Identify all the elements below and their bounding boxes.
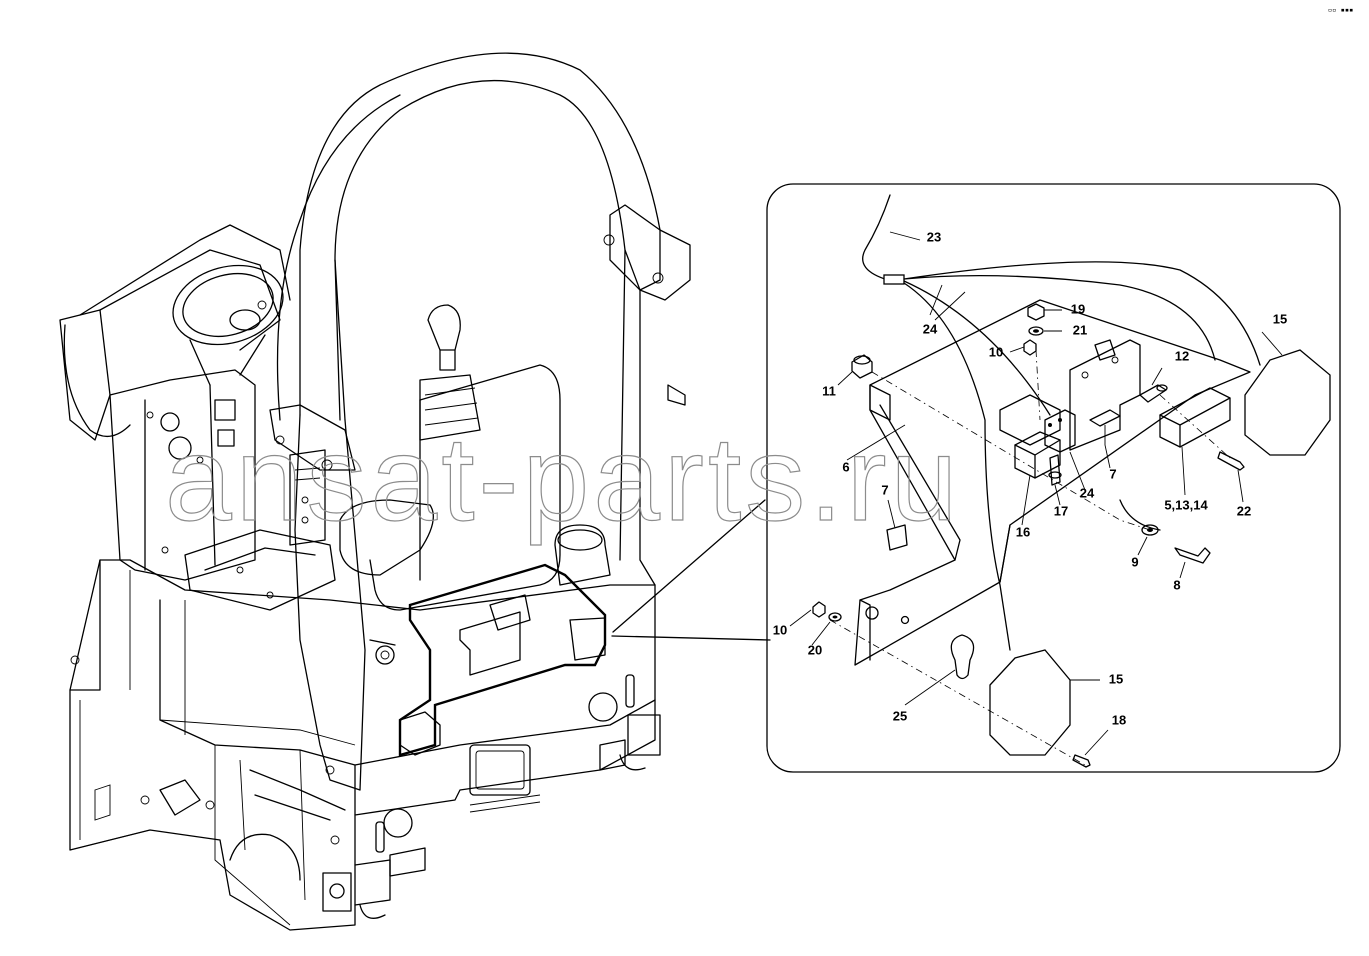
lamp-lens-15-bottom <box>989 649 1071 756</box>
callout-19: 19 <box>1071 301 1085 316</box>
callout-12: 12 <box>1175 348 1189 363</box>
detail-callout-frame <box>766 183 1341 773</box>
screw-18 <box>1072 754 1091 768</box>
machine-overview <box>59 52 691 931</box>
watermark-text: ansat-parts.ru <box>165 412 961 546</box>
wire-harness-24 <box>903 261 1261 651</box>
callout-16: 16 <box>1016 524 1030 539</box>
callout-10-bottom: 10 <box>773 622 787 637</box>
relay-16 <box>1014 431 1061 479</box>
callout-15-top: 15 <box>1273 311 1287 326</box>
corner-mark: ▫▫ ▪▪▪ <box>1328 6 1353 14</box>
connector-24 <box>1044 409 1076 453</box>
washer-21 <box>1028 326 1044 336</box>
nut-10-top <box>1023 339 1037 356</box>
mounted-bracket-on-machine <box>398 563 607 757</box>
bolt-8 <box>1174 547 1211 564</box>
callout-20: 20 <box>808 642 822 657</box>
callout-22: 22 <box>1237 503 1251 518</box>
callout-24-lower: 24 <box>1080 485 1095 500</box>
operator-seat <box>369 364 561 611</box>
screw-22 <box>1217 451 1245 471</box>
control-console <box>109 369 256 581</box>
leader-lines <box>789 231 1283 756</box>
callout-15-bottom: 15 <box>1109 671 1123 686</box>
detail-pointer-lines <box>611 499 771 641</box>
callout-21: 21 <box>1073 322 1087 337</box>
callout-6: 6 <box>842 459 849 474</box>
cable-23 <box>862 194 891 281</box>
nut-19 <box>1027 303 1045 321</box>
cable-splice <box>883 274 905 285</box>
callout-17: 17 <box>1054 503 1068 518</box>
callout-7-right: 7 <box>1109 466 1116 481</box>
washer-20 <box>828 612 842 622</box>
callout-5-13-14: 5,13,14 <box>1164 497 1208 512</box>
callout-7-left: 7 <box>881 482 888 497</box>
lamp-housing <box>1159 387 1231 448</box>
callout-25: 25 <box>893 708 907 723</box>
joystick <box>427 304 461 351</box>
callout-9: 9 <box>1131 554 1138 569</box>
callout-11: 11 <box>822 383 836 398</box>
callout-labels: 23 24 19 21 10 15 11 12 6 7 7 24 5,13,14… <box>773 229 1287 727</box>
rops-frame <box>299 52 661 421</box>
callout-24-top: 24 <box>923 321 938 336</box>
exploded-bracket-assembly <box>789 194 1331 768</box>
callout-18: 18 <box>1112 712 1126 727</box>
callout-23: 23 <box>927 229 941 244</box>
nut-10-bottom <box>812 601 826 618</box>
bulb-25 <box>950 634 975 680</box>
callout-8: 8 <box>1173 577 1180 592</box>
lamp-lens-15-top <box>1244 349 1331 456</box>
bushing-12 <box>1139 384 1167 403</box>
callout-10-top: 10 <box>989 344 1003 359</box>
